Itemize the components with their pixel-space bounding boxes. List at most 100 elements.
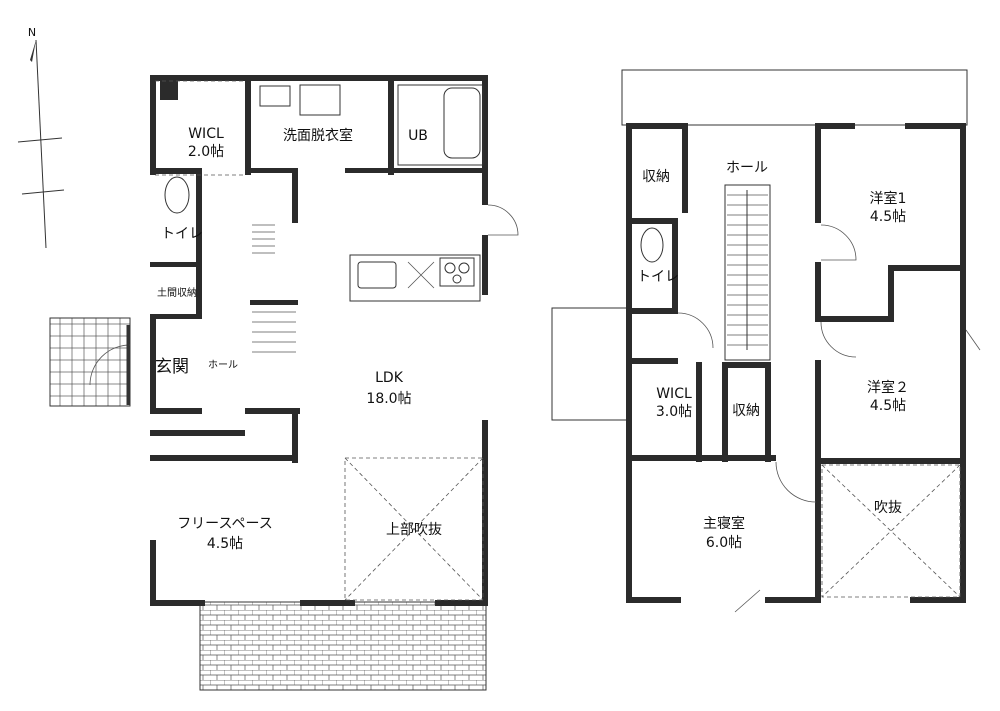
north-label: N xyxy=(28,26,36,39)
burner-2 xyxy=(458,262,470,274)
f1-wall-int-4 xyxy=(150,314,202,319)
f2-window-mark-east xyxy=(965,329,981,351)
f1-door-genkan xyxy=(89,344,131,386)
f2-master-size: 6.0帖 xyxy=(706,535,742,551)
f1-wall-int-6 xyxy=(150,408,202,414)
f1-wall-int-15 xyxy=(345,168,485,173)
f1-wall-east-mid xyxy=(482,235,488,295)
f1-wall-north xyxy=(150,75,488,81)
f2-wall-north-b xyxy=(815,123,855,129)
f2-wall-int-10 xyxy=(672,218,678,313)
f2-master-label: 主寝室 xyxy=(703,515,745,532)
bathtub xyxy=(443,87,481,159)
f1-wall-int-13 xyxy=(292,168,298,223)
north-arrow-ticks xyxy=(17,137,65,195)
f1-wall-int-14 xyxy=(245,168,297,173)
f2-wall-south-a xyxy=(626,597,681,603)
f2-void-label: 吹抜 xyxy=(874,500,902,516)
washbasin xyxy=(259,85,291,107)
f1-wall-int-5 xyxy=(150,314,156,414)
f1-wall-int-7 xyxy=(150,430,245,436)
f1-wall-int-12 xyxy=(388,80,394,175)
toilet-1f xyxy=(164,176,190,214)
f1-wall-wicl-corner xyxy=(160,80,178,100)
f2-wall-int-14 xyxy=(722,362,728,462)
f2-wall-int-3 xyxy=(815,360,821,460)
f1-wall-south-b xyxy=(300,600,355,606)
f1-wall-int-1 xyxy=(150,168,202,174)
f1-wicl-dash xyxy=(155,80,245,176)
f1-wall-west-lower xyxy=(150,540,156,605)
f2-wicl-size: 3.0帖 xyxy=(656,404,692,420)
f2-door-toilet xyxy=(677,312,714,349)
f2-wall-east xyxy=(960,123,966,603)
f2-wall-int-17 xyxy=(765,362,771,462)
toilet-2f xyxy=(640,227,664,263)
stairs-1f-lower xyxy=(252,311,296,353)
f2-wall-int-1 xyxy=(815,123,821,223)
kitchen-sink xyxy=(357,261,397,289)
stairs-1f-upper xyxy=(252,224,275,254)
f1-wall-east-lower xyxy=(482,420,488,605)
f2-bed2-label: 洋室２ xyxy=(867,379,909,396)
genkan-porch-tiles xyxy=(49,317,131,407)
f2-bed1-label: 洋室1 xyxy=(870,190,907,207)
f1-wicl-size: 2.0帖 xyxy=(188,144,224,160)
cooktop xyxy=(439,257,475,287)
void-cross-2f xyxy=(821,464,961,598)
f1-free-space-size: 4.5帖 xyxy=(207,536,243,552)
f2-wall-int-8 xyxy=(888,265,894,322)
f2-stair-outline xyxy=(724,184,771,361)
f1-wall-east-upper xyxy=(482,75,488,205)
f1-wicl-label: WICL xyxy=(188,126,224,142)
f2-door-bed1 xyxy=(820,224,857,261)
f1-wall-int-16 xyxy=(250,300,298,305)
bathtub-outline xyxy=(397,84,484,166)
f1-door-east xyxy=(487,204,519,236)
burner-1 xyxy=(444,262,456,274)
f2-bed1-size: 4.5帖 xyxy=(870,209,906,225)
f1-toilet-label: トイレ xyxy=(161,226,203,242)
f1-wall-int-9 xyxy=(245,408,300,414)
f2-wall-int-15 xyxy=(626,455,776,461)
f2-bed2-size: 4.5帖 xyxy=(870,398,906,414)
f2-wicl-label: WICL xyxy=(656,386,692,402)
f1-doma-storage-label: 土間収納 xyxy=(157,286,197,299)
f2-wall-int-16 xyxy=(722,362,770,368)
f2-hall-label: ホール xyxy=(726,160,768,176)
f1-ldk-size: 18.0帖 xyxy=(366,391,411,407)
f2-wall-south-b xyxy=(765,597,820,603)
f2-wall-int-5 xyxy=(815,458,821,603)
f2-balcony-outline xyxy=(621,69,968,126)
void-cross-1f xyxy=(344,457,484,601)
floor-2-plan: 収納 ホール 洋室1 4.5帖 トイレ WICL 3.0帖 収納 洋室２ 4.5… xyxy=(551,69,981,613)
f2-storage-top-label: 収納 xyxy=(642,169,670,185)
terrace-brick xyxy=(199,601,487,691)
f1-wall-west-upper xyxy=(150,75,156,175)
f1-wall-int-10 xyxy=(292,408,298,463)
f1-senmen-label: 洗面脱衣室 xyxy=(283,127,353,144)
f2-wall-int-13 xyxy=(696,362,702,462)
kitchen-counter xyxy=(349,254,481,302)
f1-free-space-label: フリースペース xyxy=(177,516,273,532)
f2-wall-int-9 xyxy=(626,218,678,224)
washing-machine xyxy=(299,84,341,116)
f1-wall-int-8 xyxy=(150,455,295,461)
f2-wall-int-6 xyxy=(888,265,966,271)
f2-wall-int-11 xyxy=(626,308,678,314)
f1-ldk-label: LDK xyxy=(375,370,404,386)
f2-door-bed2 xyxy=(820,321,857,358)
f2-wall-int-4 xyxy=(815,458,965,464)
f1-ub-label: UB xyxy=(408,128,428,144)
void-frame-2f xyxy=(821,464,961,598)
f1-wall-south-c xyxy=(435,600,488,606)
f1-wall-int-3 xyxy=(150,262,202,267)
kitchen-cross xyxy=(407,261,435,289)
f2-wall-north-a xyxy=(626,123,686,129)
f2-storage-mid-label: 収納 xyxy=(732,403,760,419)
f2-porch-roof-outline xyxy=(551,307,629,421)
f1-wall-south-a xyxy=(150,600,205,606)
f2-wall-int-7 xyxy=(815,316,893,322)
f2-wall-int-2 xyxy=(815,262,821,322)
